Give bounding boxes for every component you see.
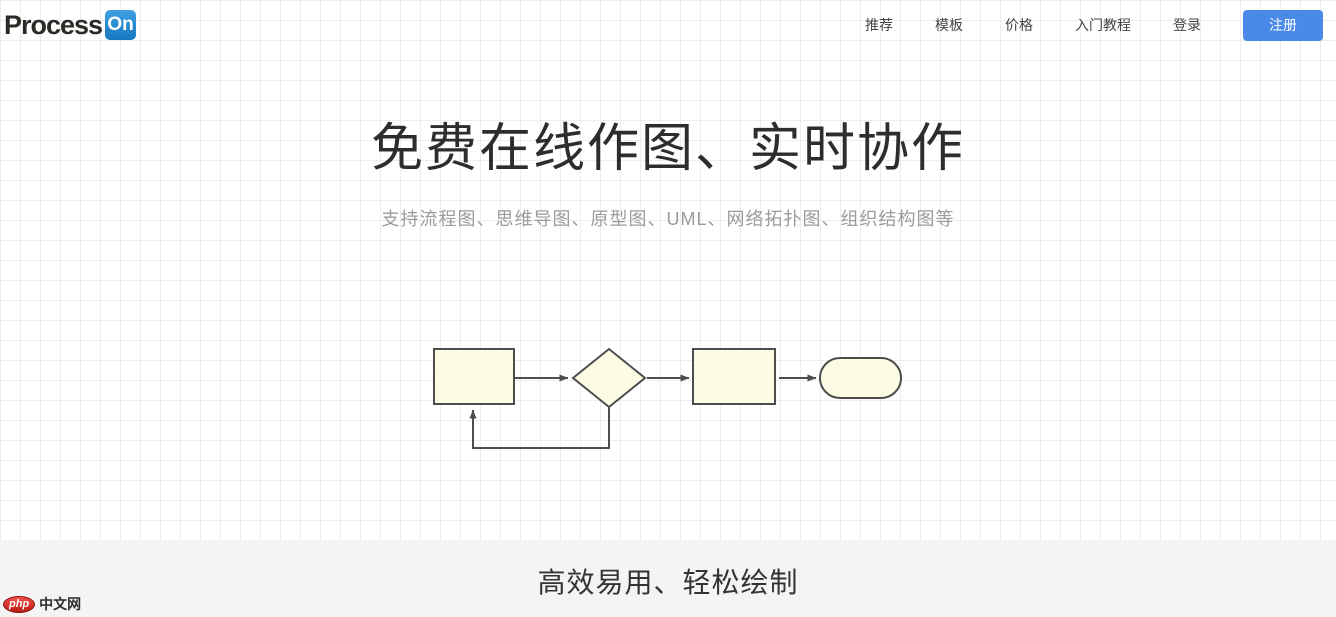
nav-item-templates[interactable]: 模板 [935, 17, 963, 33]
hero-title: 免费在线作图、实时协作 [370, 120, 965, 178]
nav-item-pricing[interactable]: 价格 [1005, 17, 1033, 33]
features-title: 高效易用、轻松绘制 [537, 567, 799, 598]
features-section: 高效易用、轻松绘制 [0, 540, 1336, 617]
hero-subtitle: 支持流程图、思维导图、原型图、UML、网络拓扑图、组织结构图等 [381, 209, 955, 229]
flowchart-graphic [433, 347, 902, 449]
processon-logo[interactable]: Process On [4, 9, 137, 41]
logo-text: Process [4, 9, 103, 40]
watermark-text: 中文网 [39, 596, 82, 612]
php-badge: php [3, 595, 36, 613]
flow-shape-terminator [819, 357, 902, 399]
logo-badge: On [105, 10, 137, 40]
top-nav: 推荐 模板 价格 入门教程 登录 注册 [865, 9, 1323, 41]
flow-feedback-arrow [469, 407, 610, 449]
nav-item-tutorial[interactable]: 入门教程 [1075, 17, 1131, 33]
flow-shape-decision [571, 347, 647, 409]
flow-shape-process-2 [692, 348, 776, 405]
php-cn-watermark: php 中文网 [3, 594, 81, 614]
header: Process On 推荐 模板 价格 入门教程 登录 注册 [0, 0, 1336, 50]
register-button[interactable]: 注册 [1243, 9, 1323, 41]
nav-item-recommend[interactable]: 推荐 [865, 17, 893, 33]
nav-item-login[interactable]: 登录 [1173, 17, 1201, 33]
flow-shape-process-1 [433, 348, 515, 405]
